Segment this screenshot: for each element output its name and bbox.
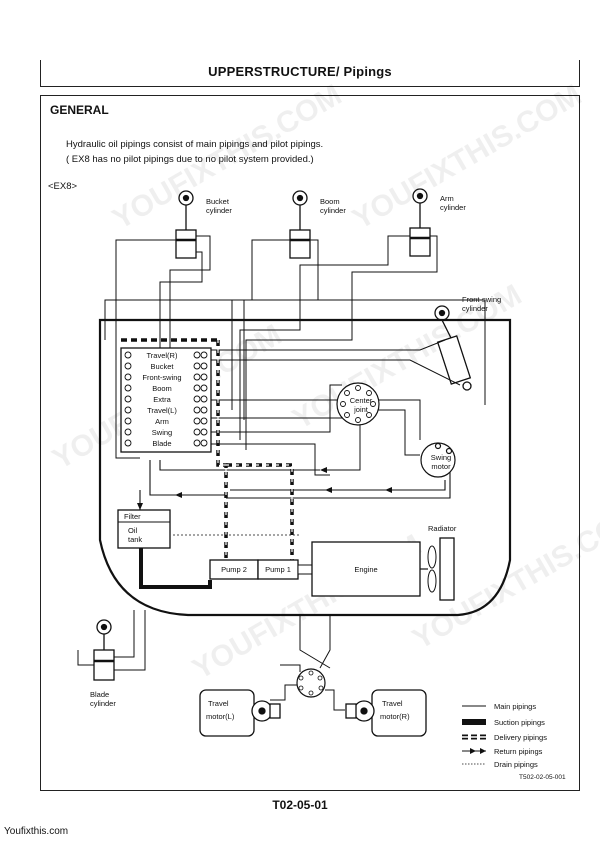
valve-section-label: Travel(R) bbox=[147, 351, 178, 360]
figure-code: T502-02-05-001 bbox=[519, 774, 566, 781]
legend-label-delivery: Delivery pipings bbox=[494, 733, 547, 742]
valve-section-label: Extra bbox=[153, 395, 171, 404]
legend: Main pipings Suction pipings Delivery pi… bbox=[462, 702, 566, 781]
radiator-label: Radiator bbox=[428, 524, 457, 533]
travel-motor-left-label-1: Travel bbox=[208, 699, 229, 708]
travel-motor-right-label-2: motor(R) bbox=[380, 712, 410, 721]
legend-label-suction: Suction pipings bbox=[494, 718, 545, 727]
valve-section-label: Bucket bbox=[151, 362, 175, 371]
bucket-cylinder bbox=[175, 190, 197, 259]
swing-motor-label-1: Swing bbox=[431, 453, 451, 462]
valve-section-label: Front-swing bbox=[142, 373, 181, 382]
bucket-cylinder-label-1: Bucket bbox=[206, 197, 230, 206]
pump-coupling bbox=[297, 564, 313, 575]
engine-label: Engine bbox=[354, 565, 377, 574]
blade-cylinder-label-1: Blade bbox=[90, 690, 109, 699]
valve-section-label: Arm bbox=[155, 417, 169, 426]
arm-cylinder bbox=[409, 188, 431, 257]
radiator-fan-icon bbox=[427, 545, 437, 593]
page-title: UPPERSTRUCTURE/ Pipings bbox=[208, 64, 392, 79]
swing-motor-label-2: motor bbox=[431, 462, 451, 471]
front-swing-cylinder-label-2: cylinder bbox=[462, 304, 488, 313]
boom-cylinder-label-1: Boom bbox=[320, 197, 340, 206]
footer-rule bbox=[40, 790, 580, 791]
boom-cylinder bbox=[289, 190, 311, 259]
header-frame bbox=[40, 60, 580, 87]
valve-ports bbox=[124, 351, 208, 447]
model-tag: <EX8> bbox=[48, 181, 78, 192]
suction-piping bbox=[139, 548, 212, 589]
swing-motor bbox=[420, 442, 456, 478]
watermark-text: YOUFIXTHIS.COM bbox=[347, 78, 587, 236]
radiator bbox=[439, 537, 455, 601]
intro-line-1: Hydraulic oil pipings consist of main pi… bbox=[66, 139, 324, 150]
legend-swatch-suction bbox=[462, 719, 486, 725]
travel-motor-left bbox=[199, 689, 281, 737]
oil-tank-label-2: tank bbox=[128, 535, 142, 544]
delivery-pipings-inner bbox=[217, 340, 293, 560]
lower-center-joint bbox=[296, 668, 326, 698]
pump-1-label: Pump 1 bbox=[265, 565, 291, 574]
blade-cylinder-label-2: cylinder bbox=[90, 699, 116, 708]
valve-section-label: Blade bbox=[152, 439, 171, 448]
intro-text: Hydraulic oil pipings consist of main pi… bbox=[66, 137, 323, 167]
blade-cylinder bbox=[93, 619, 115, 681]
oil-tank bbox=[117, 509, 171, 549]
upperstructure-outline bbox=[98, 318, 512, 617]
return-arrows bbox=[137, 467, 392, 510]
travel-motor-left-label-2: motor(L) bbox=[206, 712, 235, 721]
page-number: T02-05-01 bbox=[272, 798, 328, 812]
return-pipings bbox=[139, 460, 451, 510]
section-title: GENERAL bbox=[50, 103, 109, 117]
center-joint bbox=[336, 382, 380, 426]
center-joint-label-1: Center bbox=[350, 396, 373, 405]
main-pipings bbox=[104, 235, 486, 476]
boom-cylinder-label-2: cylinder bbox=[320, 206, 346, 215]
front-swing-cylinder bbox=[434, 305, 472, 391]
arm-cylinder-label-2: cylinder bbox=[440, 203, 466, 212]
legend-swatch-return bbox=[462, 748, 486, 754]
valve-section-label: Swing bbox=[152, 428, 172, 437]
valve-section-label: Boom bbox=[152, 384, 172, 393]
site-credit: Youfixthis.com bbox=[4, 826, 69, 837]
arm-cylinder-label-1: Arm bbox=[440, 194, 454, 203]
legend-label-return: Return pipings bbox=[494, 747, 543, 756]
travel-motor-right-label-1: Travel bbox=[382, 699, 403, 708]
legend-label-main: Main pipings bbox=[494, 702, 536, 711]
valve-section-label: Travel(L) bbox=[147, 406, 177, 415]
center-joint-label-2: joint bbox=[353, 405, 369, 414]
travel-motor-right bbox=[345, 689, 427, 737]
intro-line-2: ( EX8 has no pilot pipings due to no pil… bbox=[66, 154, 314, 165]
lower-pipings bbox=[77, 610, 345, 711]
pump-2-label: Pump 2 bbox=[221, 565, 247, 574]
legend-label-drain: Drain pipings bbox=[494, 760, 538, 769]
bucket-cylinder-label-2: cylinder bbox=[206, 206, 232, 215]
filter-label: Filter bbox=[124, 512, 141, 521]
oil-tank-label-1: Oil bbox=[128, 526, 138, 535]
